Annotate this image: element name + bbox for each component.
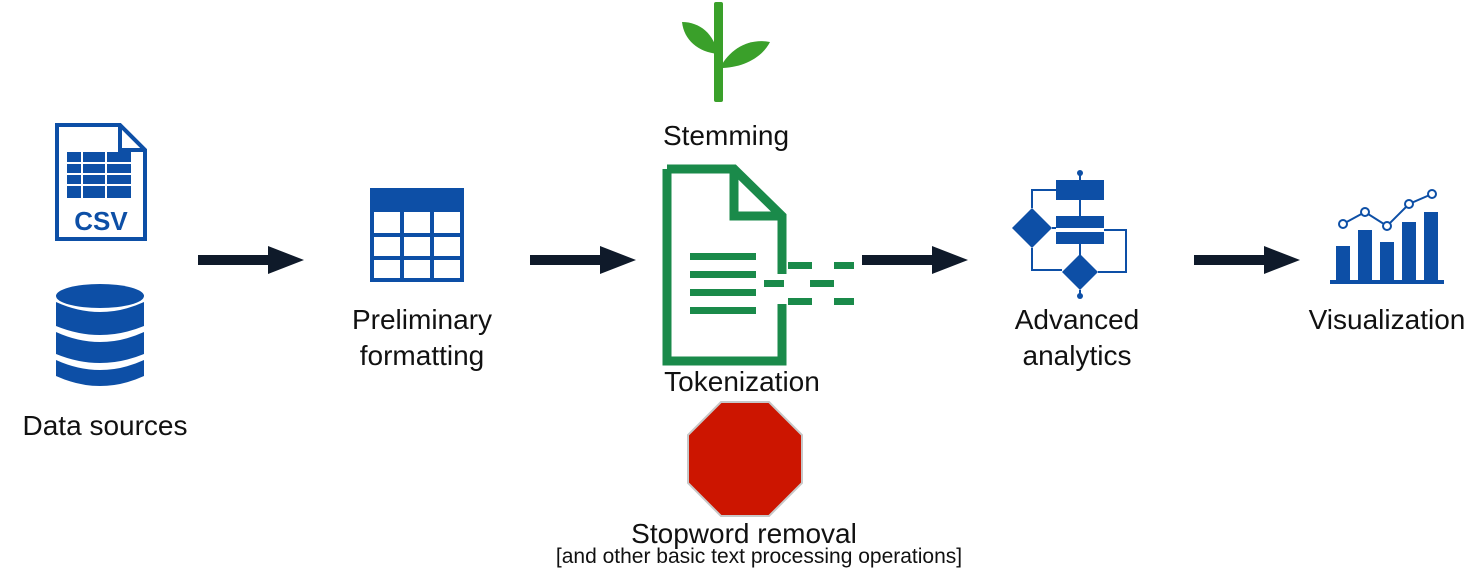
document-tokenize-icon bbox=[662, 164, 858, 366]
stemming-label: Stemming bbox=[662, 120, 790, 151]
visualization-label: Visualization bbox=[1308, 304, 1466, 335]
sprout-icon bbox=[680, 2, 772, 106]
arrow-right-icon bbox=[530, 244, 636, 276]
flowchart-icon bbox=[1010, 168, 1134, 300]
stop-sign-icon bbox=[686, 400, 804, 518]
stopword-note: [and other basic text processing operati… bbox=[555, 545, 963, 568]
stopword-label: Stopword removal bbox=[631, 518, 857, 549]
preliminary-line1: Preliminary bbox=[351, 304, 493, 335]
csv-text: CSV bbox=[74, 206, 128, 236]
arrow-right-icon bbox=[198, 244, 304, 276]
tokenization-label: Tokenization bbox=[664, 366, 820, 397]
table-icon bbox=[370, 188, 464, 282]
arrow-right-icon bbox=[862, 244, 968, 276]
csv-file-icon: CSV bbox=[54, 122, 148, 242]
bar-chart-icon bbox=[1330, 189, 1446, 286]
arrow-right-icon bbox=[1194, 244, 1300, 276]
data-sources-label: Data sources bbox=[22, 410, 188, 441]
preliminary-line2: formatting bbox=[359, 340, 485, 371]
database-icon bbox=[54, 282, 146, 390]
analytics-line1: Advanced bbox=[1014, 304, 1140, 335]
analytics-line2: analytics bbox=[1022, 340, 1132, 371]
